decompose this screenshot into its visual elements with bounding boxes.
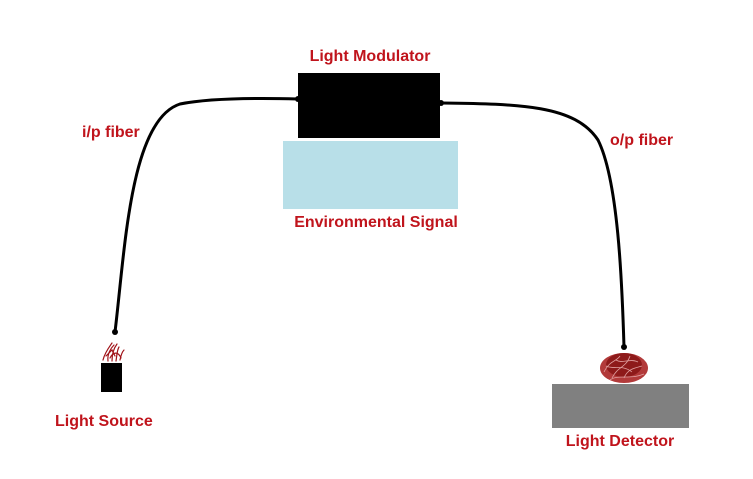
detected-light-icon [600,353,648,383]
light-detector-label: Light Detector [566,433,674,450]
light-modulator-block [298,73,440,138]
input-fiber-label: i/p fiber [82,124,140,141]
environmental-signal-panel [283,141,458,209]
light-source-body [101,363,122,392]
light-modulator-label: Light Modulator [310,48,431,65]
light-emission-icon [102,342,125,362]
input-fiber-start-node [112,329,118,335]
output-fiber-start-node [438,100,444,106]
environmental-signal-label: Environmental Signal [294,214,458,231]
input-fiber-end-node [295,96,301,102]
input-fiber [113,97,300,334]
output-fiber-label: o/p fiber [610,132,673,149]
light-detector [552,353,689,428]
output-fiber [439,101,626,349]
light-source [101,342,125,392]
light-source-label: Light Source [55,413,153,430]
output-fiber-end-node [621,344,627,350]
light-detector-base [552,384,689,428]
